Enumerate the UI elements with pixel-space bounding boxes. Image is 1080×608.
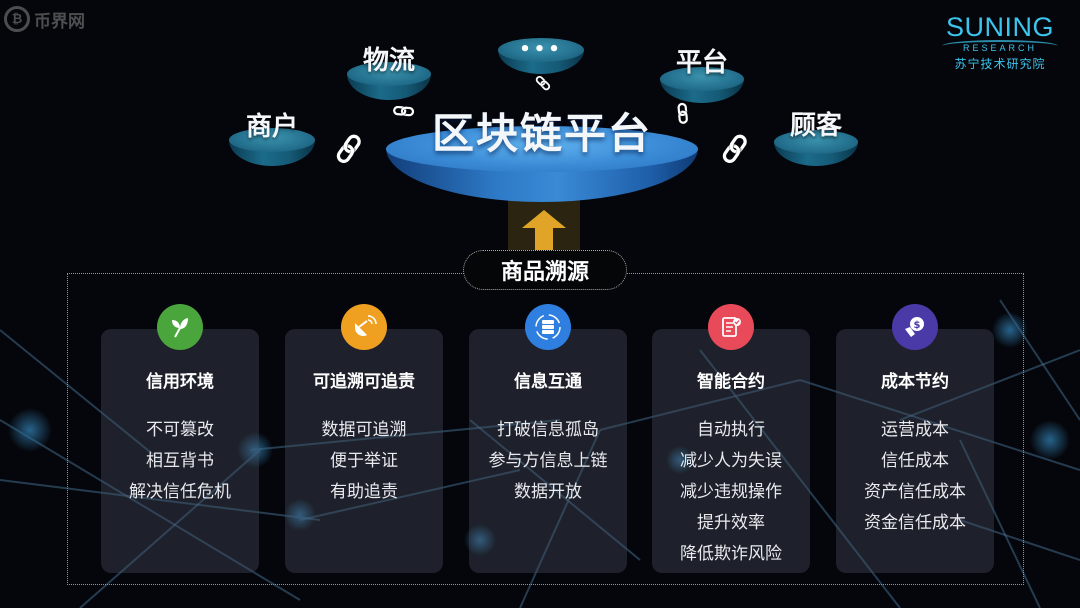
node-label: 物流 [362, 46, 415, 76]
card-title: 信用环境 [146, 372, 214, 392]
card-item: 参与方信息上链 [488, 451, 608, 471]
node-customer: 顾客 [774, 111, 858, 166]
card-item: 便于举证 [330, 451, 398, 471]
card-item: 打破信息孤岛 [497, 420, 599, 440]
server-sync-icon [525, 304, 571, 350]
disc-top [774, 130, 858, 154]
card-item: 数据开放 [514, 482, 582, 502]
watermark: ₿ 币界网 [4, 6, 85, 32]
card-items: 运营成本 信任成本 资产信任成本 资金信任成本 [836, 415, 994, 539]
card-item: 资产信任成本 [864, 482, 966, 502]
disc-top [498, 38, 584, 62]
node-label: 商户 [245, 112, 298, 142]
node-logistics: 物流 [347, 46, 431, 100]
blockchain-platform-disc: 区块链平台 [386, 109, 698, 202]
card-item: 降低欺诈风险 [680, 544, 782, 564]
card-item: 数据可追溯 [321, 420, 407, 440]
svg-text:$: $ [914, 320, 921, 331]
card-items: 数据可追溯 便于举证 有助追责 [285, 415, 443, 508]
contract-check-icon [708, 304, 754, 350]
chain-link-icon: 🔗 [331, 132, 367, 166]
node-platform: 平台 [660, 48, 744, 103]
card-items: 不可篡改 相互背书 解决信任危机 [101, 415, 259, 508]
logo-sub: RESEARCH [962, 43, 1037, 53]
card-item: 自动执行 [697, 420, 765, 440]
logo-arc [942, 40, 1058, 46]
disc-top [347, 62, 431, 86]
node-label: 平台 [675, 48, 728, 78]
satellite-dish-icon [341, 304, 387, 350]
bitcoin-coin-icon: ₿ [4, 6, 30, 32]
card-smart-contract: 智能合约 自动执行 减少人为失误 减少违规操作 提升效率 降低欺诈风险 [652, 304, 810, 573]
suning-research-logo: SUNING RESEARCH 苏宁技术研究院 [938, 14, 1062, 72]
logo-brand: SUNING [945, 12, 1054, 42]
card-item: 减少违规操作 [680, 482, 782, 502]
up-arrow-icon [522, 210, 566, 228]
card-title: 成本节约 [881, 372, 949, 392]
hand-money-icon: $ [892, 304, 938, 350]
disc-top [229, 128, 315, 152]
card-title: 智能合约 [697, 372, 765, 392]
card-title: 可追溯可追责 [313, 372, 415, 392]
disc-top [660, 67, 744, 91]
card-item: 运营成本 [881, 420, 949, 440]
product-traceability-label: 商品溯源 [463, 250, 627, 290]
card-item: 资金信任成本 [864, 513, 966, 533]
card-item: 减少人为失误 [680, 451, 782, 471]
disc-top [386, 126, 698, 172]
card-title: 信息互通 [514, 372, 582, 392]
blockchain-platform-label: 区块链平台 [431, 109, 652, 158]
card-item: 提升效率 [697, 513, 765, 533]
leaf-icon [157, 304, 203, 350]
card-item: 信任成本 [881, 451, 949, 471]
logo-chinese-name: 苏宁技术研究院 [954, 57, 1046, 71]
watermark-text: 币界网 [34, 11, 85, 32]
up-arrow-stem [535, 227, 553, 251]
card-traceability: 可追溯可追责 数据可追溯 便于举证 有助追责 [285, 304, 443, 573]
card-cost-saving: $ 成本节约 运营成本 信任成本 资产信任成本 资金信任成本 [836, 304, 994, 573]
more-dots-icon: ••• [519, 39, 563, 60]
node-label: 顾客 [789, 111, 842, 141]
card-items: 自动执行 减少人为失误 减少违规操作 提升效率 降低欺诈风险 [652, 415, 810, 570]
node-more: ••• [498, 38, 584, 74]
card-item: 解决信任危机 [129, 482, 231, 502]
card-item: 相互背书 [146, 451, 214, 471]
card-item: 有助追责 [330, 482, 398, 502]
chain-link-icon: 🔗 [717, 132, 753, 166]
node-merchant: 商户 [229, 112, 315, 166]
chain-link-icon: 🔗 [534, 75, 550, 92]
card-credit-environment: 信用环境 不可篡改 相互背书 解决信任危机 [101, 304, 259, 573]
card-information-sharing: 信息互通 打破信息孤岛 参与方信息上链 数据开放 [469, 304, 627, 573]
card-items: 打破信息孤岛 参与方信息上链 数据开放 [469, 415, 627, 508]
card-item: 不可篡改 [146, 420, 214, 440]
